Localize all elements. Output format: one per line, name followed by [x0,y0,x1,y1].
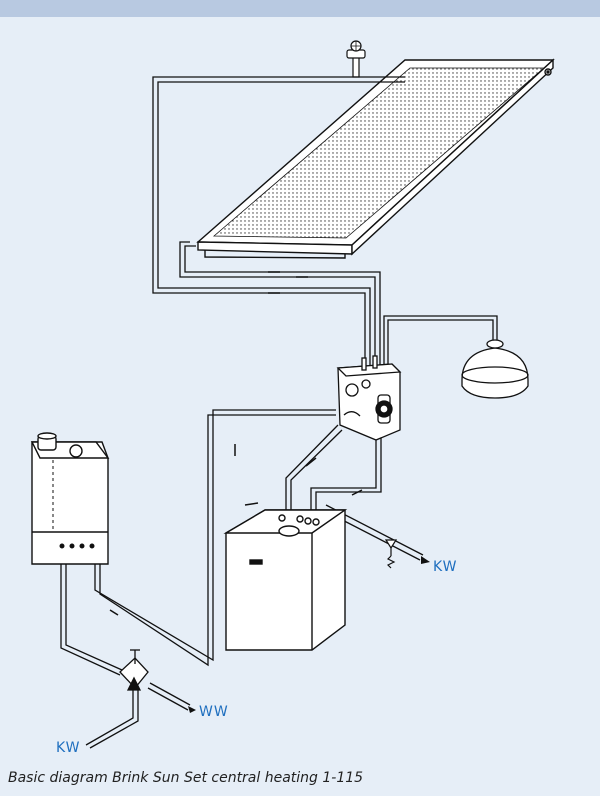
air-vent [346,40,366,78]
storage-tank [223,509,348,651]
flow-arrows [109,271,363,616]
pump-group [336,355,402,441]
mixing-valve [119,649,149,691]
label-ww: WW [199,704,229,720]
heating-diagram: KW WW KW [30,40,555,756]
expansion-vessel [461,339,529,399]
boiler [30,432,110,565]
label-kw-left: KW [56,740,81,756]
pipes [60,76,498,749]
top-band [0,0,600,17]
flow-arrow-heads [188,556,430,713]
label-kw-right: KW [433,559,458,575]
safety-valve [384,539,398,569]
solar-collector [196,58,555,259]
diagram-caption: Basic diagram Brink Sun Set central heat… [8,770,364,786]
